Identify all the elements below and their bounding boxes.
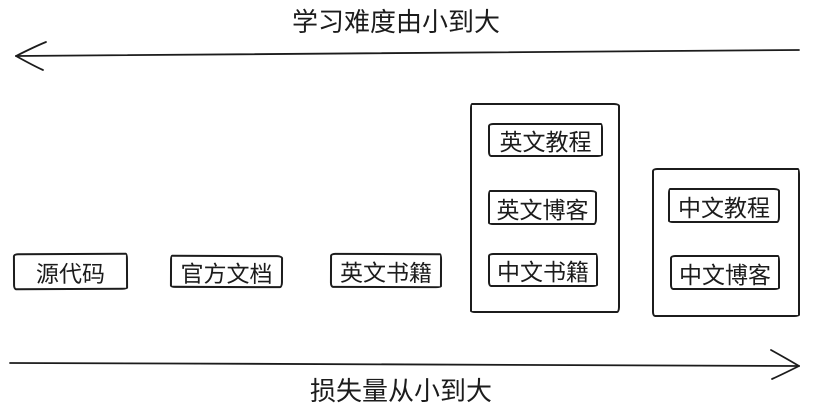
node-label: 中文博客 — [679, 261, 771, 288]
node-chinese-tutorials: 中文教程 — [668, 188, 780, 223]
node-chinese-blogs: 中文博客 — [670, 255, 780, 290]
group-box-english: 英文教程 英文博客 中文书籍 — [470, 103, 620, 313]
top-arrowhead-upper — [15, 41, 47, 57]
node-label: 英文博客 — [496, 196, 589, 223]
bottom-axis-line — [9, 362, 800, 367]
node-label: 中文书籍 — [497, 259, 589, 285]
bottom-arrowhead-lower — [771, 365, 800, 380]
top-axis-label: 学习难度由小到大 — [292, 7, 501, 37]
top-axis-line — [15, 49, 800, 57]
node-english-tutorials: 英文教程 — [488, 123, 603, 157]
node-english-blogs: 英文博客 — [488, 190, 597, 225]
bottom-arrowhead-upper — [770, 349, 800, 367]
node-chinese-books: 中文书籍 — [488, 253, 598, 287]
bottom-axis-label: 损失量从小到大 — [310, 376, 493, 406]
node-source-code: 源代码 — [12, 252, 129, 291]
left-arrow-icon — [15, 41, 800, 71]
node-english-books: 英文书籍 — [329, 252, 443, 289]
right-arrow-icon — [9, 349, 800, 380]
node-label: 官方文档 — [180, 260, 273, 287]
node-official-docs: 官方文档 — [169, 254, 284, 289]
group-box-chinese: 中文教程 中文博客 — [652, 168, 800, 317]
node-label: 英文教程 — [499, 129, 592, 155]
node-label: 源代码 — [35, 260, 106, 287]
node-label: 中文教程 — [678, 194, 770, 221]
top-arrowhead-lower — [15, 55, 44, 71]
node-label: 英文书籍 — [339, 259, 433, 286]
